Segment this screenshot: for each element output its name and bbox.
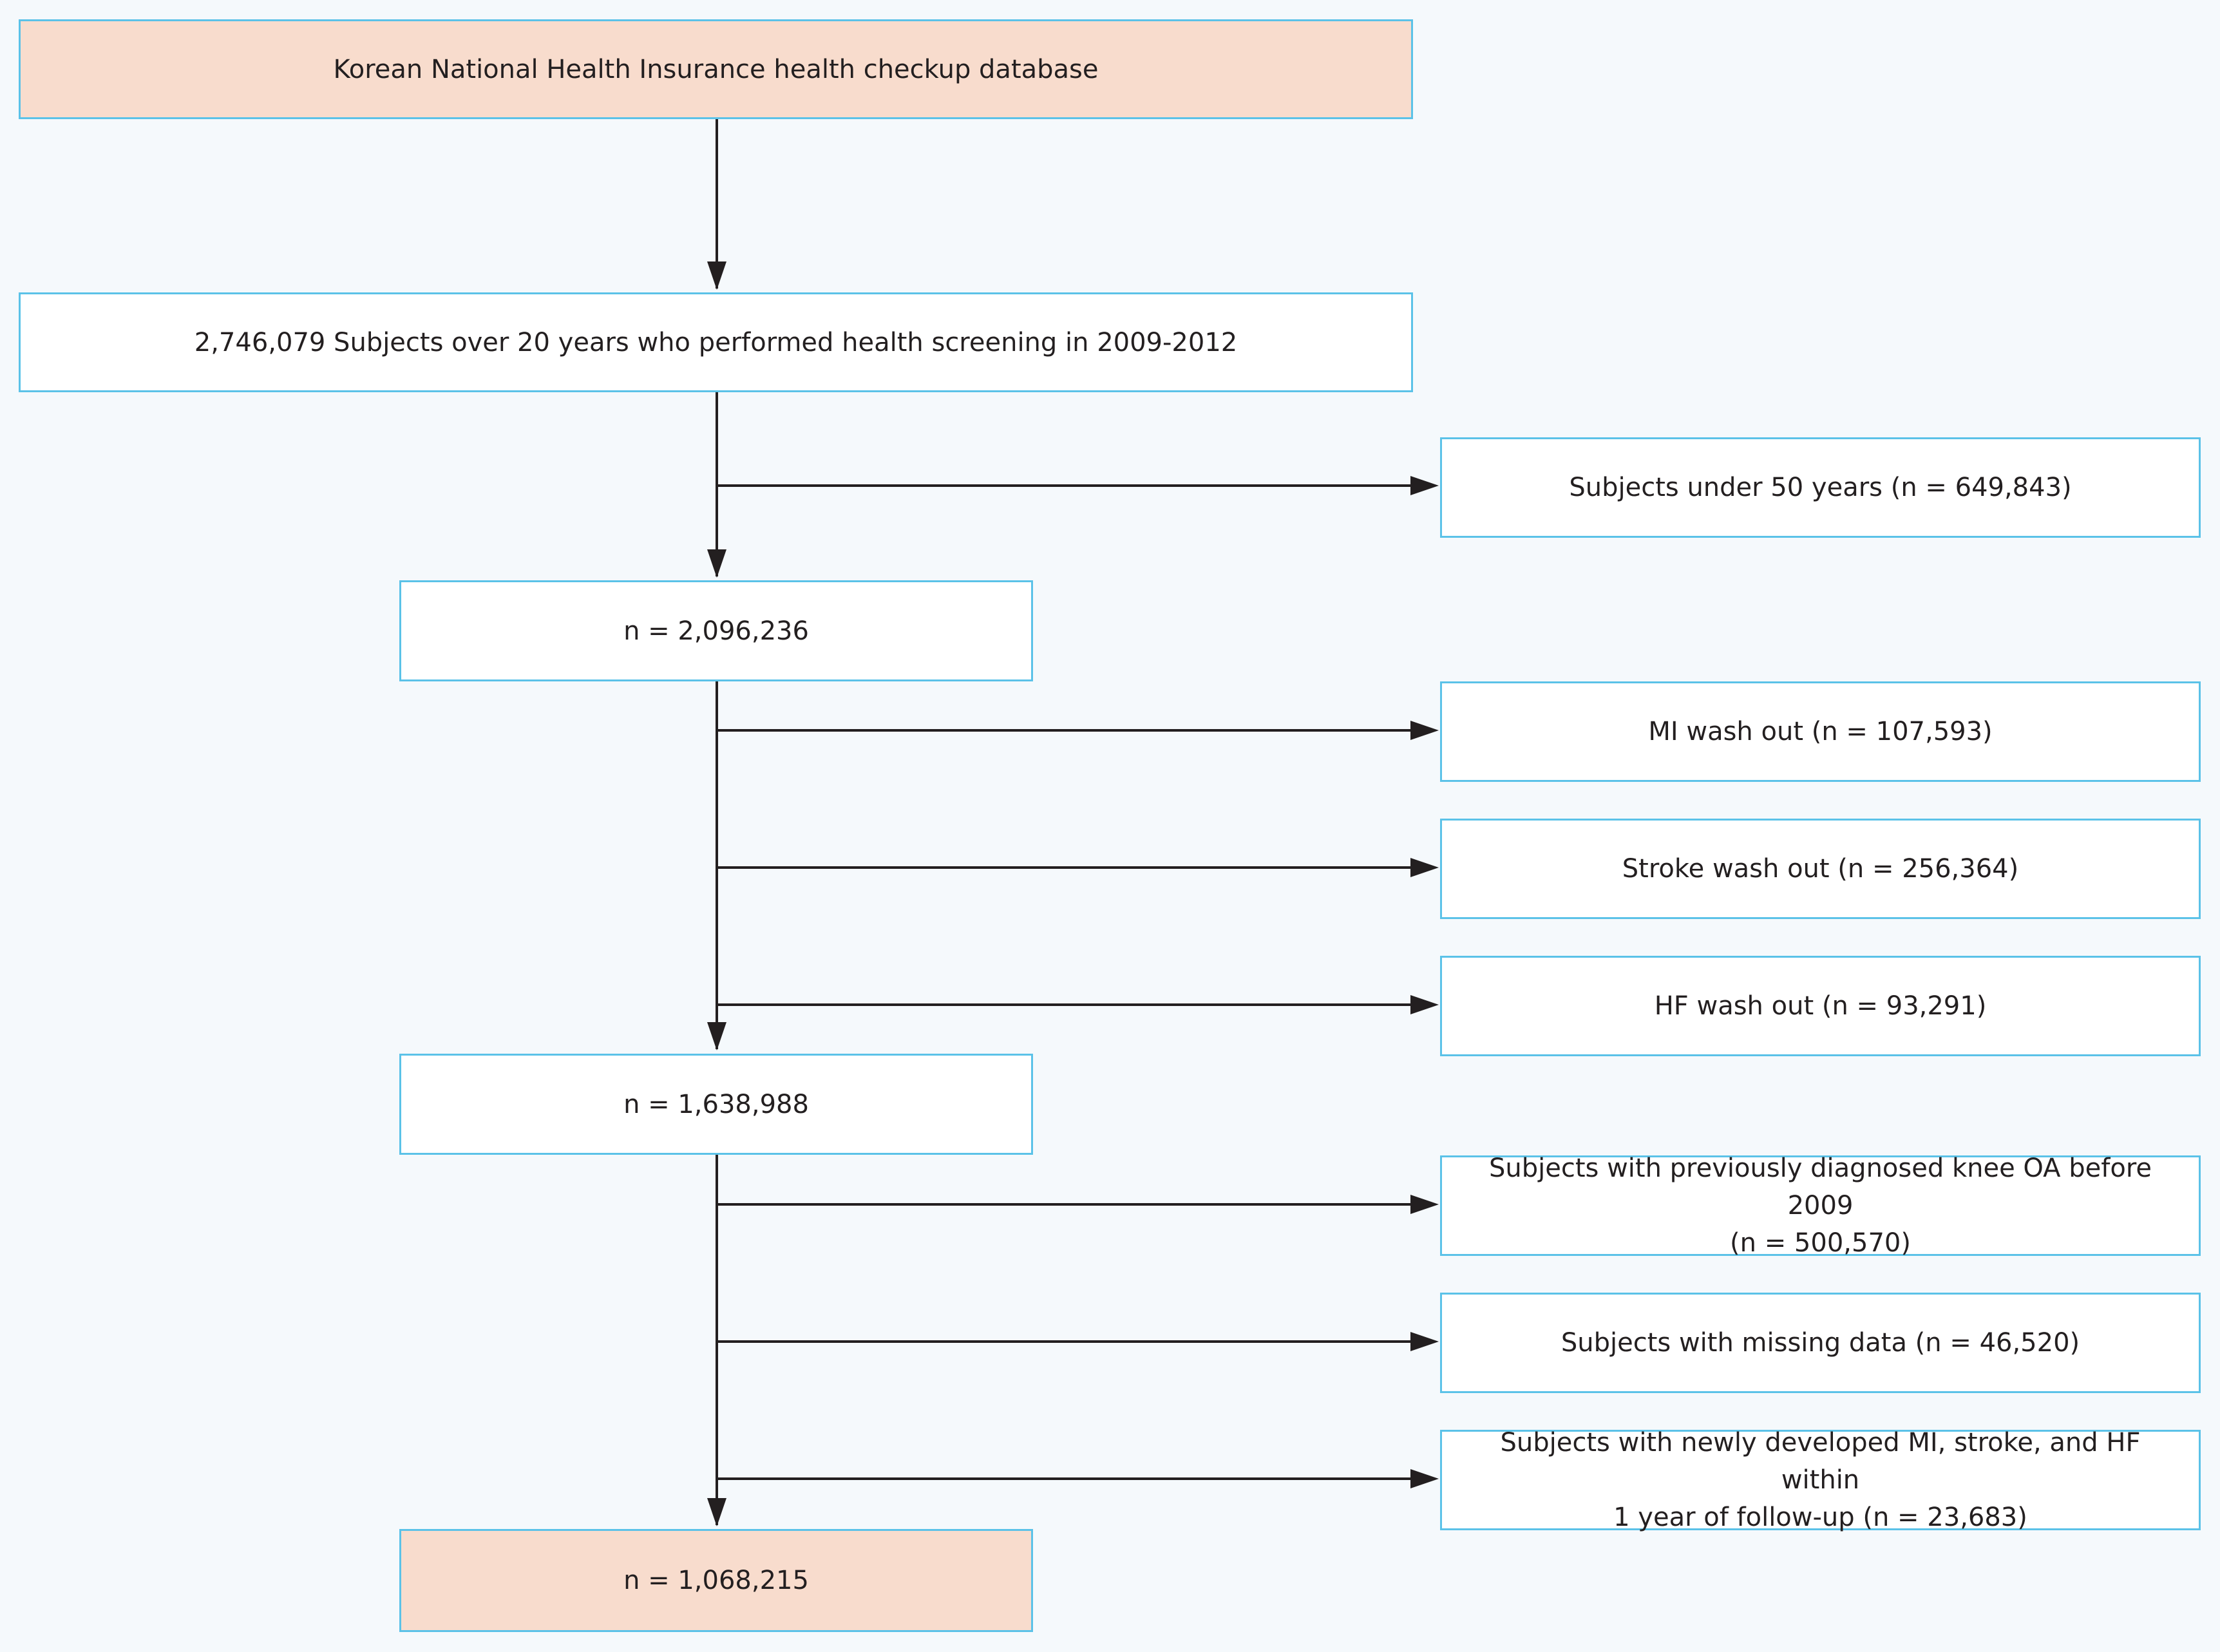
exclusion-knee-oa-line1: Subjects with previously diagnosed knee … <box>1488 1154 2152 1220</box>
exclusion-missing-label: Subjects with missing data (n = 46,520) <box>1561 1328 2080 1358</box>
step1-count-box: n = 2,096,236 <box>399 580 1033 681</box>
screened-subjects-label: 2,746,079 Subjects over 20 years who per… <box>194 327 1238 357</box>
step1-count-label: n = 2,096,236 <box>623 616 809 646</box>
arrowhead-step1 <box>707 549 726 578</box>
exclusion-stroke-box: Stroke wash out (n = 256,364) <box>1440 819 2201 919</box>
arrowhead-under50 <box>1410 476 1439 495</box>
arrowhead-missing <box>1410 1332 1439 1351</box>
exclusion-stroke-label: Stroke wash out (n = 256,364) <box>1622 854 2019 884</box>
arrowhead-mi <box>1410 721 1439 740</box>
exclusion-under50-box: Subjects under 50 years (n = 649,843) <box>1440 437 2201 538</box>
exclusion-hf-box: HF wash out (n = 93,291) <box>1440 956 2201 1056</box>
exclusion-missing-box: Subjects with missing data (n = 46,520) <box>1440 1293 2201 1393</box>
step2-count-box: n = 1,638,988 <box>399 1054 1033 1155</box>
step2-count-label: n = 1,638,988 <box>623 1089 809 1119</box>
arrowhead-newly-developed <box>1410 1469 1439 1488</box>
exclusion-newly-developed-line1: Subjects with newly developed MI, stroke… <box>1500 1428 2141 1495</box>
screened-subjects-box: 2,746,079 Subjects over 20 years who per… <box>19 292 1413 392</box>
exclusion-under50-label: Subjects under 50 years (n = 649,843) <box>1569 473 2072 502</box>
exclusion-newly-developed-box: Subjects with newly developed MI, stroke… <box>1440 1428 2201 1532</box>
exclusion-knee-oa-box: Subjects with previously diagnosed knee … <box>1440 1154 2201 1258</box>
exclusion-mi-label: MI wash out (n = 107,593) <box>1648 717 1993 746</box>
final-cohort-box: n = 1,068,215 <box>399 1529 1033 1632</box>
exclusion-newly-developed-line2: 1 year of follow-up (n = 23,683) <box>1613 1503 2027 1532</box>
arrowhead-knee-oa <box>1410 1195 1439 1214</box>
source-database-label: Korean National Health Insurance health … <box>333 54 1099 84</box>
exclusion-knee-oa-line2: (n = 500,570) <box>1730 1228 1911 1258</box>
exclusion-mi-box: MI wash out (n = 107,593) <box>1440 681 2201 782</box>
arrowhead-final <box>707 1498 726 1526</box>
exclusion-hf-label: HF wash out (n = 93,291) <box>1654 991 1987 1021</box>
arrowhead-stroke <box>1410 858 1439 877</box>
final-cohort-label: n = 1,068,215 <box>623 1566 809 1595</box>
source-database-box: Korean National Health Insurance health … <box>19 19 1413 119</box>
arrowhead-hf <box>1410 995 1439 1014</box>
arrowhead-screened <box>707 261 726 290</box>
arrowhead-step2 <box>707 1022 726 1050</box>
